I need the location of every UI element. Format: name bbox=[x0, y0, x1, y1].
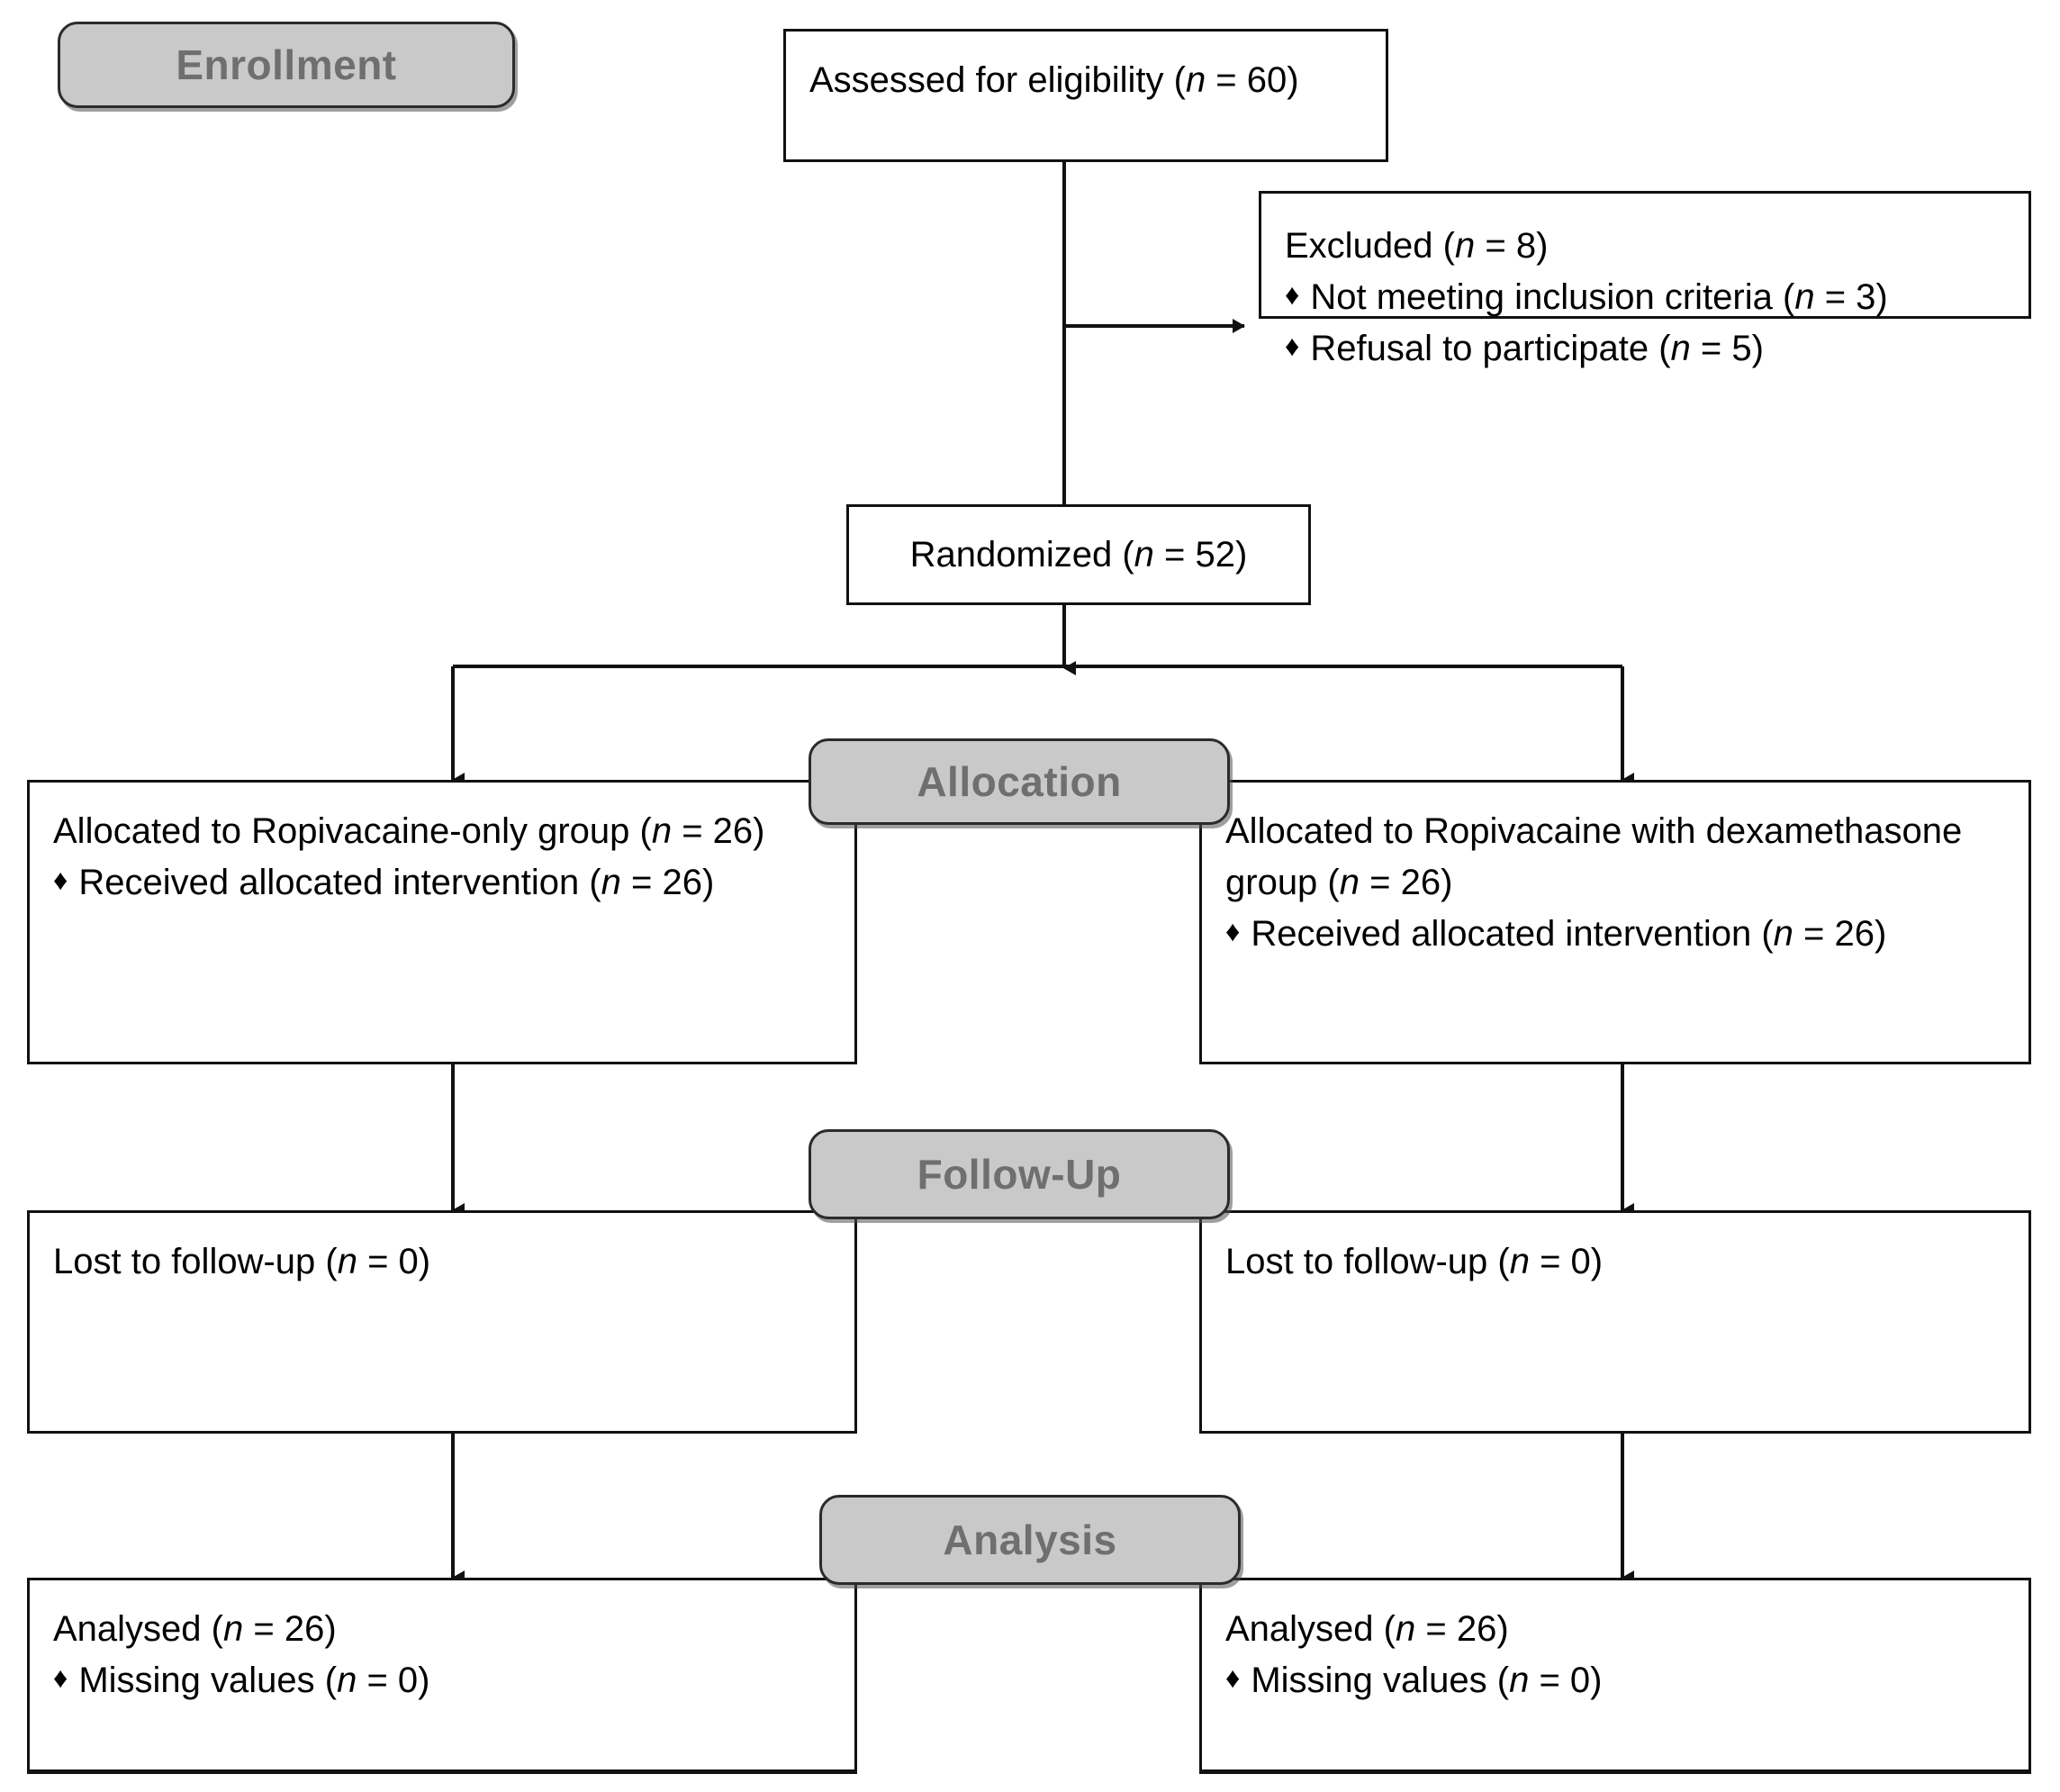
randomized-prefix: Randomized ( bbox=[909, 534, 1134, 575]
excluded-item-suffix: = 5) bbox=[1690, 328, 1764, 368]
box-analysis-left: Analysed (n = 26) ♦ Missing values (n = … bbox=[27, 1578, 857, 1774]
allocation-right-item-suffix: = 26) bbox=[1793, 913, 1887, 954]
excluded-item-italic-n: n bbox=[1794, 276, 1815, 317]
analysis-right-item-suffix: = 0) bbox=[1529, 1660, 1603, 1700]
box-excluded: Excluded (n = 8) ♦ Not meeting inclusion… bbox=[1259, 191, 2031, 368]
stage-banner-analysis-label: Analysis bbox=[943, 1516, 1117, 1563]
excluded-heading: Excluded (n = 8) bbox=[1285, 221, 2005, 272]
stage-banner-analysis: Analysis bbox=[819, 1495, 1241, 1585]
allocation-left-item-prefix: Received allocated intervention ( bbox=[78, 862, 601, 902]
allocation-right-item-prefix: Received allocated intervention ( bbox=[1251, 913, 1774, 954]
analysis-right-item: ♦ Missing values (n = 0) bbox=[1225, 1655, 2005, 1706]
analysis-right-heading-prefix: Analysed ( bbox=[1225, 1609, 1396, 1649]
excluded-item: ♦ Not meeting inclusion criteria (n = 3) bbox=[1285, 272, 2005, 323]
allocation-left-item-suffix: = 26) bbox=[620, 862, 715, 902]
stage-banner-allocation-label: Allocation bbox=[917, 758, 1122, 805]
followup-right-heading-suffix: = 0) bbox=[1529, 1242, 1604, 1281]
box-assessed-for-eligibility: Assessed for eligibility (n = 60) bbox=[783, 29, 1388, 162]
diamond-bullet-icon: ♦ bbox=[1285, 329, 1300, 362]
randomized-suffix: = 52) bbox=[1153, 534, 1248, 575]
stage-banner-allocation: Allocation bbox=[809, 738, 1230, 825]
excluded-item-text: Refusal to participate (n = 5) bbox=[1310, 323, 1764, 375]
randomized-italic-n: n bbox=[1134, 534, 1154, 575]
followup-left-heading-italic-n: n bbox=[337, 1242, 357, 1281]
randomized-text: Randomized (n = 52) bbox=[910, 529, 1248, 581]
excluded-item-text: Not meeting inclusion criteria (n = 3) bbox=[1310, 272, 1887, 323]
analysis-right-item-prefix: Missing values ( bbox=[1251, 1660, 1510, 1700]
analysis-right-item-text: Missing values (n = 0) bbox=[1251, 1655, 1602, 1706]
diamond-bullet-icon: ♦ bbox=[1225, 1661, 1241, 1694]
diamond-bullet-icon: ♦ bbox=[53, 1661, 68, 1694]
analysis-right-heading-suffix: = 26) bbox=[1415, 1609, 1509, 1649]
diamond-bullet-icon: ♦ bbox=[1285, 277, 1300, 311]
excluded-item: ♦ Refusal to participate (n = 5) bbox=[1285, 323, 2005, 375]
excluded-item-italic-n: n bbox=[1670, 328, 1691, 368]
assessed-italic-n: n bbox=[1185, 60, 1206, 100]
analysis-left-item-suffix: = 0) bbox=[357, 1660, 430, 1700]
box-allocation-left: Allocated to Ropivacaine-only group (n =… bbox=[27, 780, 857, 1064]
excluded-heading-suffix: = 8) bbox=[1475, 226, 1549, 266]
excluded-item-suffix: = 3) bbox=[1814, 276, 1888, 317]
allocation-left-heading: Allocated to Ropivacaine-only group (n =… bbox=[53, 806, 831, 857]
stage-banner-enrollment: Enrollment bbox=[58, 22, 515, 108]
assessed-prefix: Assessed for eligibility ( bbox=[809, 60, 1186, 100]
followup-right-heading-prefix: Lost to follow-up ( bbox=[1225, 1242, 1510, 1281]
analysis-left-item-text: Missing values (n = 0) bbox=[78, 1655, 429, 1706]
excluded-item-prefix: Refusal to participate ( bbox=[1310, 328, 1671, 368]
analysis-right-item-italic-n: n bbox=[1509, 1660, 1530, 1700]
analysis-left-item-italic-n: n bbox=[337, 1660, 357, 1700]
followup-left-heading-suffix: = 0) bbox=[357, 1242, 431, 1281]
allocation-right-heading-italic-n: n bbox=[1339, 862, 1360, 902]
analysis-left-heading-italic-n: n bbox=[222, 1609, 244, 1649]
stage-banner-enrollment-label: Enrollment bbox=[176, 41, 397, 88]
allocation-right-heading: Allocated to Ropivacaine with dexamethas… bbox=[1225, 806, 2005, 909]
box-analysis-right: Analysed (n = 26) ♦ Missing values (n = … bbox=[1199, 1578, 2031, 1774]
allocation-left-item-text: Received allocated intervention (n = 26) bbox=[78, 857, 714, 909]
box-followup-left: Lost to follow-up (n = 0) bbox=[27, 1210, 857, 1434]
allocation-left-item: ♦ Received allocated intervention (n = 2… bbox=[53, 857, 831, 909]
allocation-right-heading-prefix: Allocated to Ropivacaine with dexamethas… bbox=[1225, 811, 1963, 902]
followup-left-heading-prefix: Lost to follow-up ( bbox=[53, 1242, 338, 1281]
box-followup-right: Lost to follow-up (n = 0) bbox=[1199, 1210, 2031, 1434]
allocation-left-heading-suffix: = 26) bbox=[672, 811, 765, 851]
analysis-left-heading-prefix: Analysed ( bbox=[53, 1609, 223, 1649]
excluded-heading-italic-n: n bbox=[1454, 226, 1476, 266]
analysis-left-heading-suffix: = 26) bbox=[243, 1609, 337, 1649]
box-randomized: Randomized (n = 52) bbox=[846, 504, 1311, 605]
analysis-right-heading: Analysed (n = 26) bbox=[1225, 1604, 2005, 1655]
allocation-left-heading-italic-n: n bbox=[651, 811, 673, 851]
followup-right-heading: Lost to follow-up (n = 0) bbox=[1225, 1236, 2005, 1288]
excluded-heading-prefix: Excluded ( bbox=[1285, 226, 1455, 266]
allocation-right-item-italic-n: n bbox=[1773, 913, 1793, 954]
allocation-right-item-text: Received allocated intervention (n = 26) bbox=[1251, 909, 1886, 960]
allocation-right-heading-suffix: = 26) bbox=[1360, 862, 1453, 902]
stage-banner-followup: Follow-Up bbox=[809, 1129, 1230, 1219]
box-allocation-right: Allocated to Ropivacaine with dexamethas… bbox=[1199, 780, 2031, 1064]
analysis-left-item-prefix: Missing values ( bbox=[78, 1660, 338, 1700]
allocation-left-heading-prefix: Allocated to Ropivacaine-only group ( bbox=[53, 811, 652, 851]
diamond-bullet-icon: ♦ bbox=[53, 863, 68, 896]
analysis-left-heading: Analysed (n = 26) bbox=[53, 1604, 831, 1655]
analysis-left-item: ♦ Missing values (n = 0) bbox=[53, 1655, 831, 1706]
assessed-suffix: = 60) bbox=[1206, 60, 1299, 100]
diamond-bullet-icon: ♦ bbox=[1225, 914, 1241, 947]
assessed-text: Assessed for eligibility (n = 60) bbox=[809, 55, 1362, 106]
stage-banner-followup-label: Follow-Up bbox=[917, 1151, 1122, 1198]
allocation-left-item-italic-n: n bbox=[601, 862, 621, 902]
followup-left-heading: Lost to follow-up (n = 0) bbox=[53, 1236, 831, 1288]
analysis-right-heading-italic-n: n bbox=[1395, 1609, 1416, 1649]
followup-right-heading-italic-n: n bbox=[1509, 1242, 1530, 1281]
excluded-item-prefix: Not meeting inclusion criteria ( bbox=[1310, 276, 1795, 317]
allocation-right-item: ♦ Received allocated intervention (n = 2… bbox=[1225, 909, 2005, 960]
